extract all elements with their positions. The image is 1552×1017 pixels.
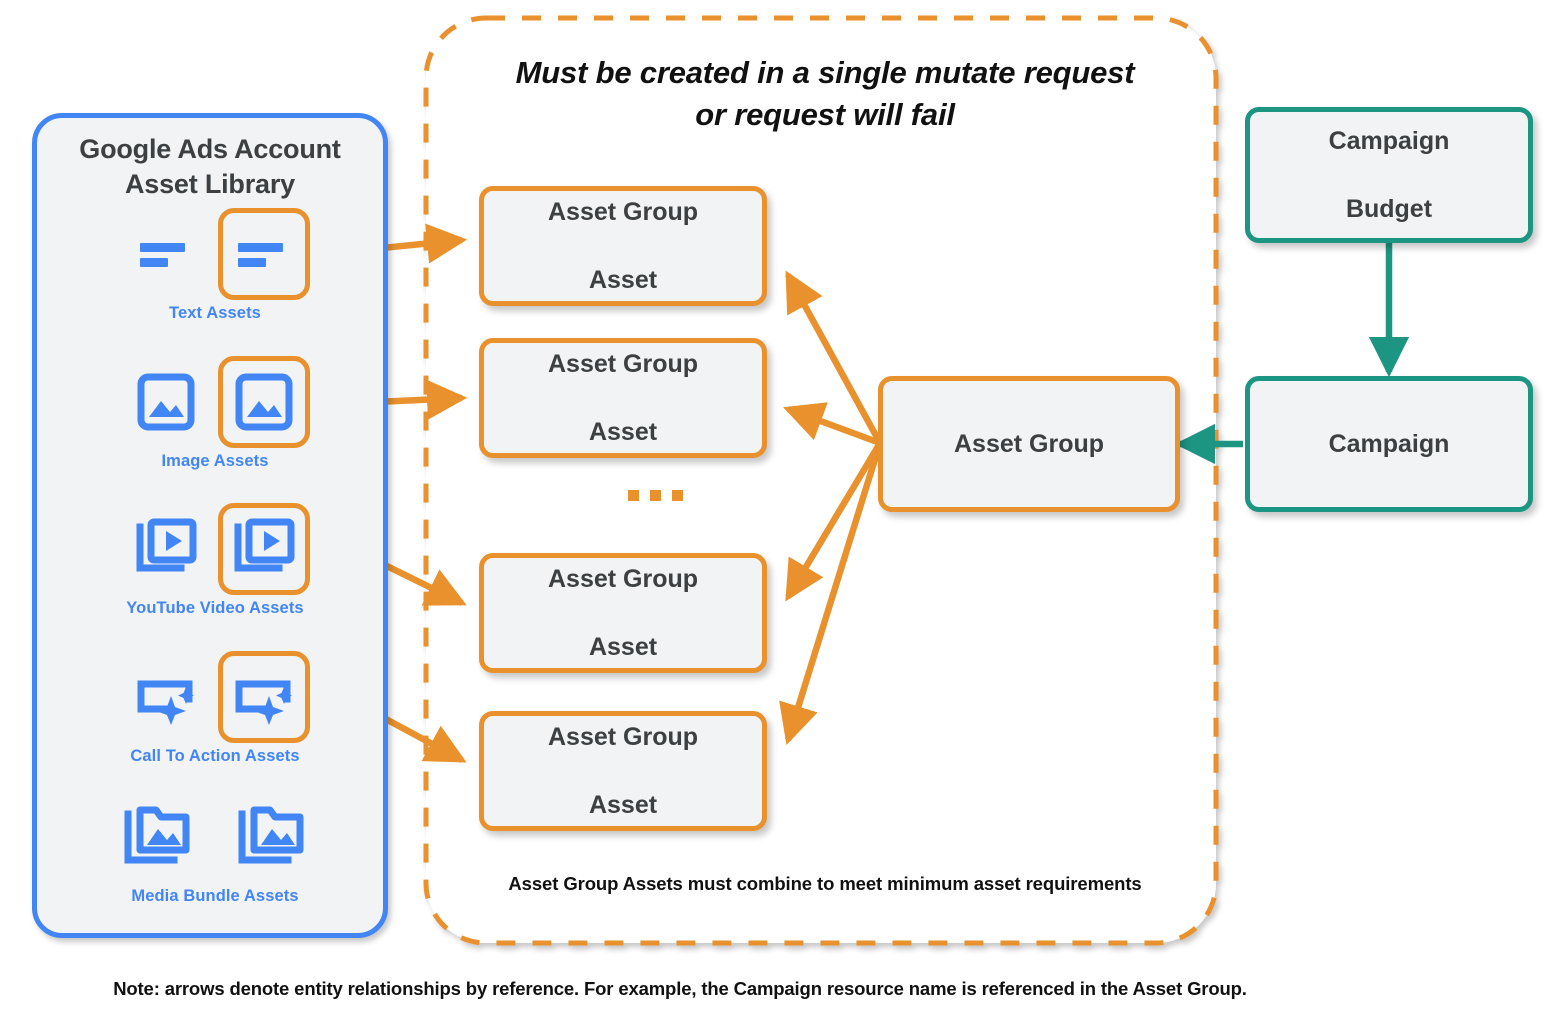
ellipsis-dot xyxy=(628,490,639,501)
asset-group-box[interactable]: Asset Group xyxy=(878,376,1180,512)
library-item-label: Media Bundle Assets xyxy=(131,887,299,905)
asset-group-asset-label-line2: Asset xyxy=(588,418,658,446)
campaign-budget-label-line2: Budget xyxy=(1345,195,1433,223)
asset-group-label: Asset Group xyxy=(953,430,1105,458)
asset-group-asset-box-1[interactable]: Asset Group Asset xyxy=(479,186,767,306)
asset-group-asset-label-line1: Asset Group xyxy=(547,350,699,378)
asset-group-asset-label-line2: Asset xyxy=(588,791,658,819)
ellipsis-dot xyxy=(650,490,661,501)
campaign-budget-box[interactable]: Campaign Budget xyxy=(1245,107,1533,243)
arrow-assetgroup-to-aga1 xyxy=(785,270,883,445)
asset-group-asset-label-line1: Asset Group xyxy=(547,198,699,226)
video-stack-icon-highlighted[interactable] xyxy=(218,503,310,595)
library-item-label: YouTube Video Assets xyxy=(126,599,304,617)
media-bundle-icon-2 xyxy=(226,791,318,883)
library-item-label: Text Assets xyxy=(169,304,261,322)
mutate-headline-line2: or request will fail xyxy=(695,96,955,132)
call-to-action-icon-highlighted[interactable] xyxy=(218,651,310,743)
asset-group-asset-box-2[interactable]: Asset Group Asset xyxy=(479,338,767,458)
text-lines-icon xyxy=(120,208,212,300)
mutate-headline-line1: Must be created in a single mutate reque… xyxy=(515,55,1135,90)
mutate-headline: Must be created in a single mutate reque… xyxy=(440,52,1210,135)
call-to-action-icon xyxy=(120,651,212,743)
campaign-box[interactable]: Campaign xyxy=(1245,376,1533,512)
library-item-media-bundle-assets[interactable]: Media Bundle Assets xyxy=(37,791,393,906)
asset-group-asset-label-line1: Asset Group xyxy=(547,723,699,751)
asset-group-asset-label-line2: Asset xyxy=(588,633,658,661)
ellipsis-dot xyxy=(672,490,683,501)
arrow-assetgroup-to-aga3 xyxy=(785,441,883,602)
library-item-image-assets[interactable]: Image Assets xyxy=(37,356,393,471)
asset-group-asset-box-4[interactable]: Asset Group Asset xyxy=(479,711,767,831)
library-item-video-assets[interactable]: YouTube Video Assets xyxy=(37,503,393,618)
media-bundle-icon xyxy=(112,791,204,883)
asset-library-panel: Google Ads Account Asset Library xyxy=(32,113,388,938)
library-item-cta-assets[interactable]: Call To Action Assets xyxy=(37,651,393,766)
library-item-text-assets[interactable]: Text Assets xyxy=(37,208,393,323)
campaign-budget-label-line1: Campaign xyxy=(1328,127,1450,155)
library-item-label: Image Assets xyxy=(161,452,269,470)
asset-group-asset-requirements-note: Asset Group Assets must combine to meet … xyxy=(508,873,1142,894)
library-title-line2: Asset Library xyxy=(125,168,295,199)
arrow-assetgroup-to-aga4 xyxy=(779,442,884,745)
image-icon-highlighted[interactable] xyxy=(218,356,310,448)
asset-group-asset-label-line1: Asset Group xyxy=(547,565,699,593)
library-title-line1: Google Ads Account xyxy=(79,134,341,164)
diagram-note: Note: arrows denote entity relationships… xyxy=(113,978,1247,999)
asset-group-asset-box-3[interactable]: Asset Group Asset xyxy=(479,553,767,673)
text-lines-icon-highlighted[interactable] xyxy=(218,208,310,300)
campaign-label: Campaign xyxy=(1328,430,1450,458)
asset-group-asset-label-line2: Asset xyxy=(588,266,658,294)
arrow-assetgroup-to-aga2 xyxy=(783,402,882,447)
image-icon xyxy=(120,356,212,448)
ellipsis-indicator xyxy=(628,490,683,501)
video-stack-icon xyxy=(120,503,212,595)
library-title: Google Ads Account Asset Library xyxy=(37,132,383,201)
library-item-label: Call To Action Assets xyxy=(130,747,300,765)
